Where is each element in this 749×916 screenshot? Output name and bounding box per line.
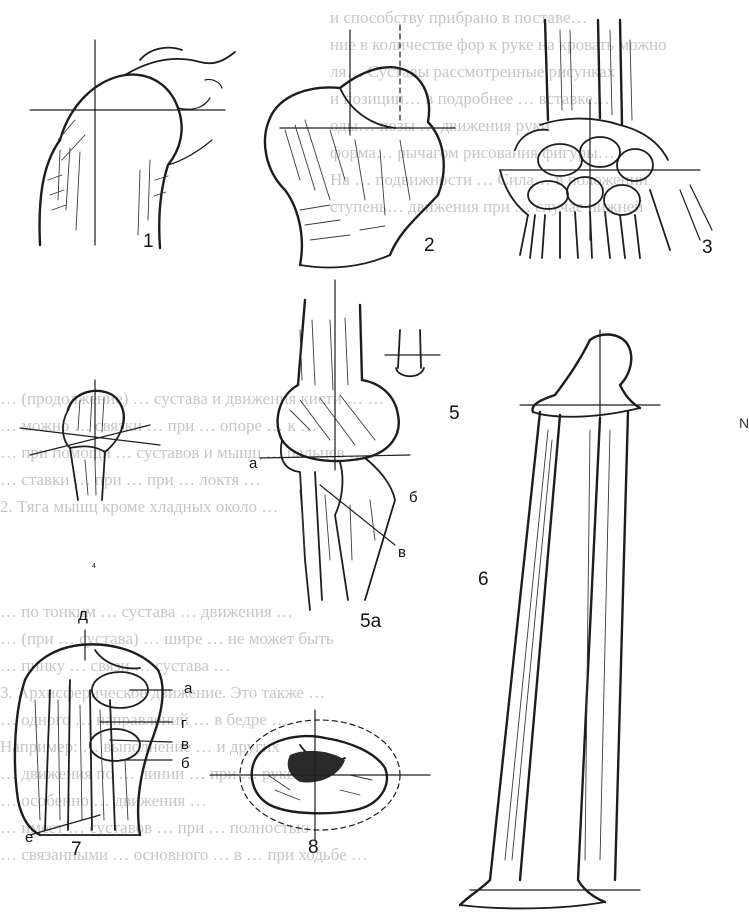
figure-6-forearm bbox=[460, 330, 660, 908]
elbow-label-a: а bbox=[249, 456, 257, 471]
figure-3-wrist-joint bbox=[500, 20, 712, 258]
figure-1-shoulder-joint bbox=[30, 40, 235, 248]
foot-label-v: в bbox=[181, 737, 189, 752]
foot-label-d: д bbox=[78, 606, 88, 623]
elbow-label-v: в bbox=[398, 545, 406, 560]
figure-5-label: 5 bbox=[449, 404, 460, 423]
figure-3-label: 3 bbox=[702, 238, 713, 257]
figure-4-interphalangeal-joint bbox=[20, 380, 160, 500]
figure-1-label: 1 bbox=[143, 232, 154, 251]
edge-mark: N bbox=[739, 416, 749, 430]
figure-2-hip-joint bbox=[265, 25, 455, 268]
elbow-label-b: б bbox=[409, 490, 418, 505]
figure-4-label: 4 bbox=[92, 563, 96, 570]
figure-5a-label: 5а bbox=[360, 612, 381, 631]
figure-6-label: 6 bbox=[478, 570, 489, 589]
figure-7-label: 7 bbox=[71, 840, 82, 859]
figure-5-elbow-joint bbox=[260, 280, 440, 610]
foot-label-e: е bbox=[25, 830, 33, 845]
foot-label-b: б bbox=[181, 756, 190, 771]
figure-7-foot-joints bbox=[15, 630, 172, 835]
foot-label-g: г bbox=[181, 716, 186, 731]
figure-8-knee-joint bbox=[210, 710, 430, 840]
foot-label-a: а bbox=[184, 681, 192, 696]
figure-8-label: 8 bbox=[308, 838, 319, 857]
figure-2-label: 2 bbox=[424, 236, 435, 255]
